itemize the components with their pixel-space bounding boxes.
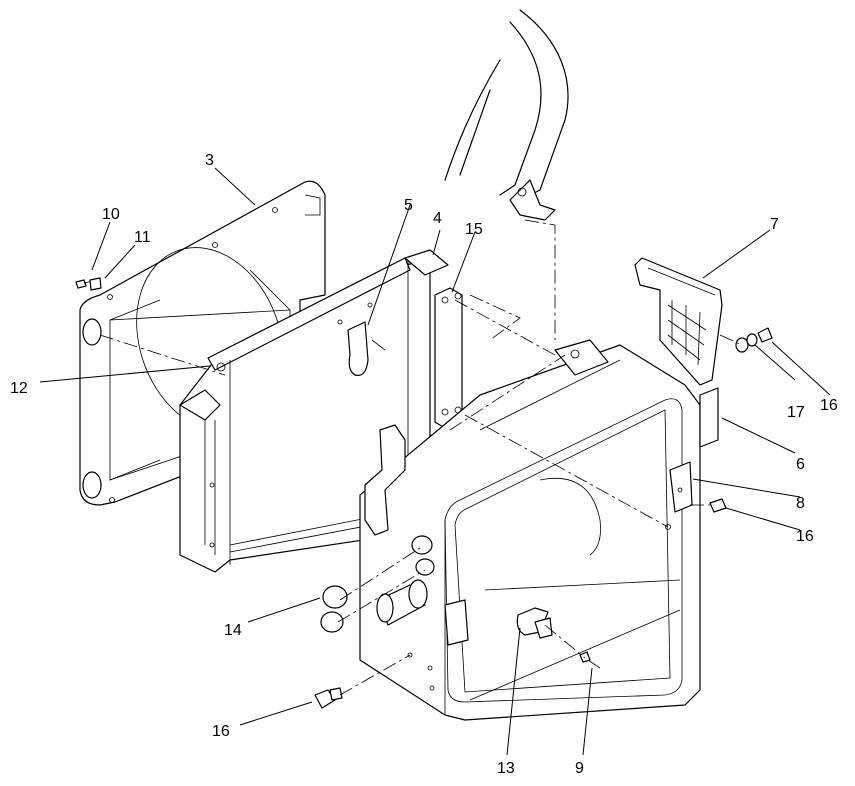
- callout-4: 4: [433, 210, 442, 227]
- side-plate-15: [434, 287, 463, 431]
- washer-17: [735, 333, 758, 353]
- callout-labels: 3 4 5 6 7 8 9 10 11 12 13 14 15 16 16 16…: [10, 152, 838, 777]
- callout-14: 14: [224, 622, 242, 639]
- washer-11: [89, 277, 102, 291]
- callout-16-upper: 16: [820, 397, 838, 414]
- leader-lines: [39, 167, 831, 756]
- callout-13: 13: [497, 760, 515, 777]
- decal-6: [699, 387, 719, 448]
- hose-clamp-5: [347, 321, 386, 377]
- callout-3: 3: [205, 152, 214, 169]
- plugs-14: [320, 535, 435, 633]
- hose-bracket: [509, 179, 556, 340]
- callout-7: 7: [770, 216, 779, 233]
- callout-5: 5: [404, 197, 413, 214]
- bolt-16-upper: [757, 327, 773, 343]
- callout-11: 11: [134, 229, 151, 246]
- callout-17: 17: [787, 404, 805, 421]
- bolt-16-lower: [314, 687, 343, 709]
- alignment-lines: [99, 294, 743, 696]
- callout-16-right: 16: [796, 528, 814, 545]
- callout-8: 8: [796, 495, 805, 512]
- upper-hose: [444, 9, 569, 201]
- screw-9: [579, 651, 601, 669]
- callout-9: 9: [575, 760, 584, 777]
- pipe-adapter: [376, 579, 428, 626]
- front-bracket: [364, 424, 406, 536]
- callout-15: 15: [465, 221, 483, 238]
- enclosure-box: [359, 344, 701, 721]
- callout-6: 6: [796, 456, 805, 473]
- callout-10: 10: [102, 206, 120, 223]
- bolt-16-right: [709, 498, 727, 513]
- callout-16-lower: 16: [212, 723, 230, 740]
- clamp-13: [516, 607, 553, 639]
- callout-12: 12: [10, 380, 28, 397]
- guard-7: [634, 257, 723, 386]
- top-tab: [554, 339, 609, 376]
- screw-10: [75, 279, 94, 289]
